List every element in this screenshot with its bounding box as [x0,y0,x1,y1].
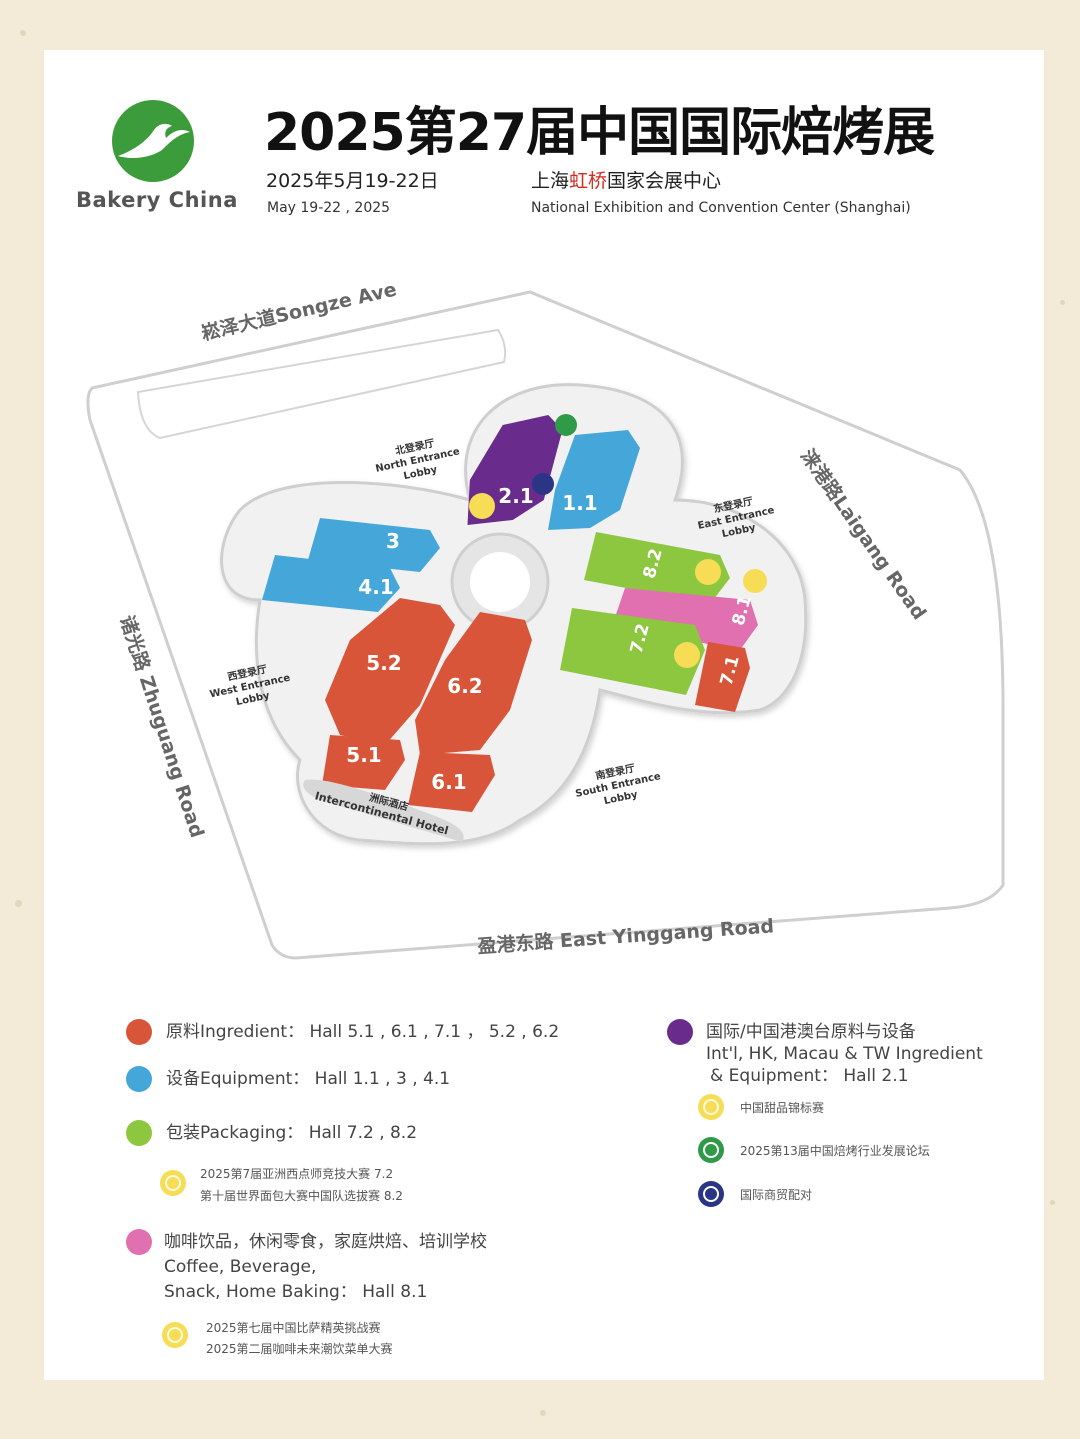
background-speck [1050,1200,1055,1205]
site-inner-strip [136,328,507,440]
award-icon [160,1170,186,1196]
hall-6-1[interactable] [408,752,495,812]
background-speck [15,900,22,907]
hall-4-1[interactable] [262,555,400,612]
forum-icon [555,414,577,436]
legend-equipment-dot [126,1066,152,1092]
packaging-event-2: 第十届世界面包大赛中国队选拔赛 8.2 [200,1189,403,1203]
venue-cn: 上海虹桥国家会展中心 [531,166,721,193]
hall-6-2[interactable] [415,612,532,755]
award-icon [743,569,767,593]
legend-coffee-dot [126,1229,152,1255]
legend-ingredient: 原料Ingredient： Hall 5.1 , 6.1 , 7.1 ， 5.2… [166,1022,560,1042]
legend-matchmaking: 国际商贸配对 [740,1188,813,1202]
legend-coffee-line-3: Snack, Home Baking： Hall 8.1 [164,1282,428,1302]
legend-ingredient-dot [126,1019,152,1045]
venue-cn-pre: 上海 [531,170,570,192]
award-icon [695,559,721,585]
hall-7-1[interactable] [695,642,750,712]
hall-label-6-2: 6.2 [447,674,482,698]
legend-coffee-line-2: Coffee, Beverage, [164,1257,317,1277]
award-icon [674,642,700,668]
logo-text: Bakery China [76,188,238,212]
central-plaza-core [470,552,530,612]
legend-equipment: 设备Equipment： Hall 1.1 , 3 , 4.1 [166,1069,451,1089]
hall-5-1[interactable] [322,735,405,790]
hall-label-5-2: 5.2 [366,651,401,675]
swallow-icon [118,123,190,158]
hall-5-2[interactable] [325,598,455,745]
forum-icon [698,1137,724,1163]
background-speck [20,30,26,36]
coffee-event-1: 2025第七届中国比萨精英挑战赛 [206,1321,381,1335]
hall-8-2[interactable] [584,532,730,604]
matchmaking-icon [532,473,554,495]
hall-label-3: 3 [386,529,400,553]
packaging-event-1: 2025第7届亚洲西点师竞技大赛 7.2 [200,1167,394,1181]
coffee-event-2: 2025第二届咖啡未来潮饮菜单大赛 [206,1342,393,1356]
background-speck [1060,300,1065,305]
legend-coffee-line-1: 咖啡饮品，休闲零食，家庭烘焙、培训学校 [164,1232,487,1252]
hall-label-4-1: 4.1 [358,575,393,599]
legend-international-dot [667,1019,693,1045]
hall-3[interactable] [308,518,440,572]
venue-cn-post: 国家会展中心 [607,170,722,192]
venue-map: 2.1 1.1 3 4.1 5.2 6.2 5.1 6.1 8.2 8.1 7.… [86,278,1005,960]
page-title: 2025第27届中国国际焙烤展 [264,103,935,163]
hall-label-6-1: 6.1 [431,770,466,794]
legend-international-line-1: 国际/中国港澳台原料与设备 [706,1022,916,1042]
hall-7-2[interactable] [560,608,705,695]
award-icon [698,1094,724,1120]
legend-award: 中国甜品锦标赛 [740,1101,825,1115]
venue-cn-highlight: 虹桥 [569,170,608,192]
hall-label-5-1: 5.1 [346,743,381,767]
date-cn: 2025年5月19-22日 [266,170,439,192]
background-speck [540,1410,546,1416]
hall-label-1-1: 1.1 [562,491,597,515]
matchmaking-icon [698,1181,724,1207]
hall-label-2-1: 2.1 [498,484,533,508]
legend-international-line-2: Int'l, HK, Macau & TW Ingredient [706,1044,983,1064]
award-icon [162,1322,188,1348]
legend-packaging-dot [126,1120,152,1146]
legend-packaging: 包装Packaging： Hall 7.2 , 8.2 [166,1123,418,1143]
venue-en: National Exhibition and Convention Cente… [531,200,911,216]
hall-1-1[interactable] [548,430,640,530]
award-icon [469,493,495,519]
legend-international-line-3: & Equipment： Hall 2.1 [710,1066,909,1086]
hotel-building [303,779,464,842]
legend-forum: 2025第13届中国焙烤行业发展论坛 [740,1144,930,1158]
date-en: May 19-22 , 2025 [267,200,391,216]
hall-8-1[interactable] [612,588,758,650]
